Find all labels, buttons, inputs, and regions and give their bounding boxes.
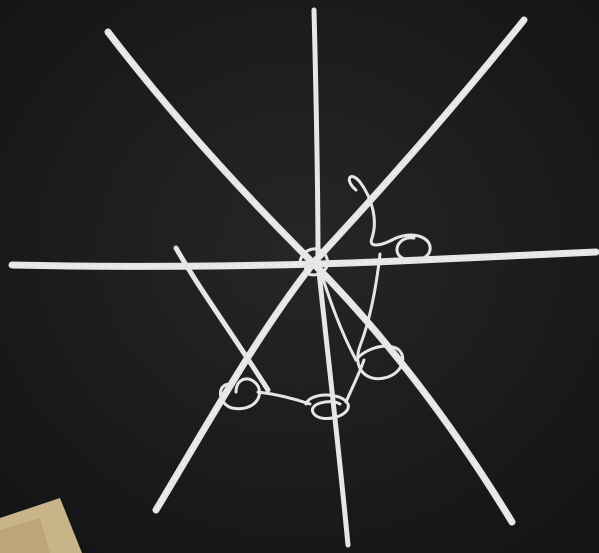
chalk-drawing	[0, 0, 599, 553]
blackboard	[0, 0, 599, 553]
